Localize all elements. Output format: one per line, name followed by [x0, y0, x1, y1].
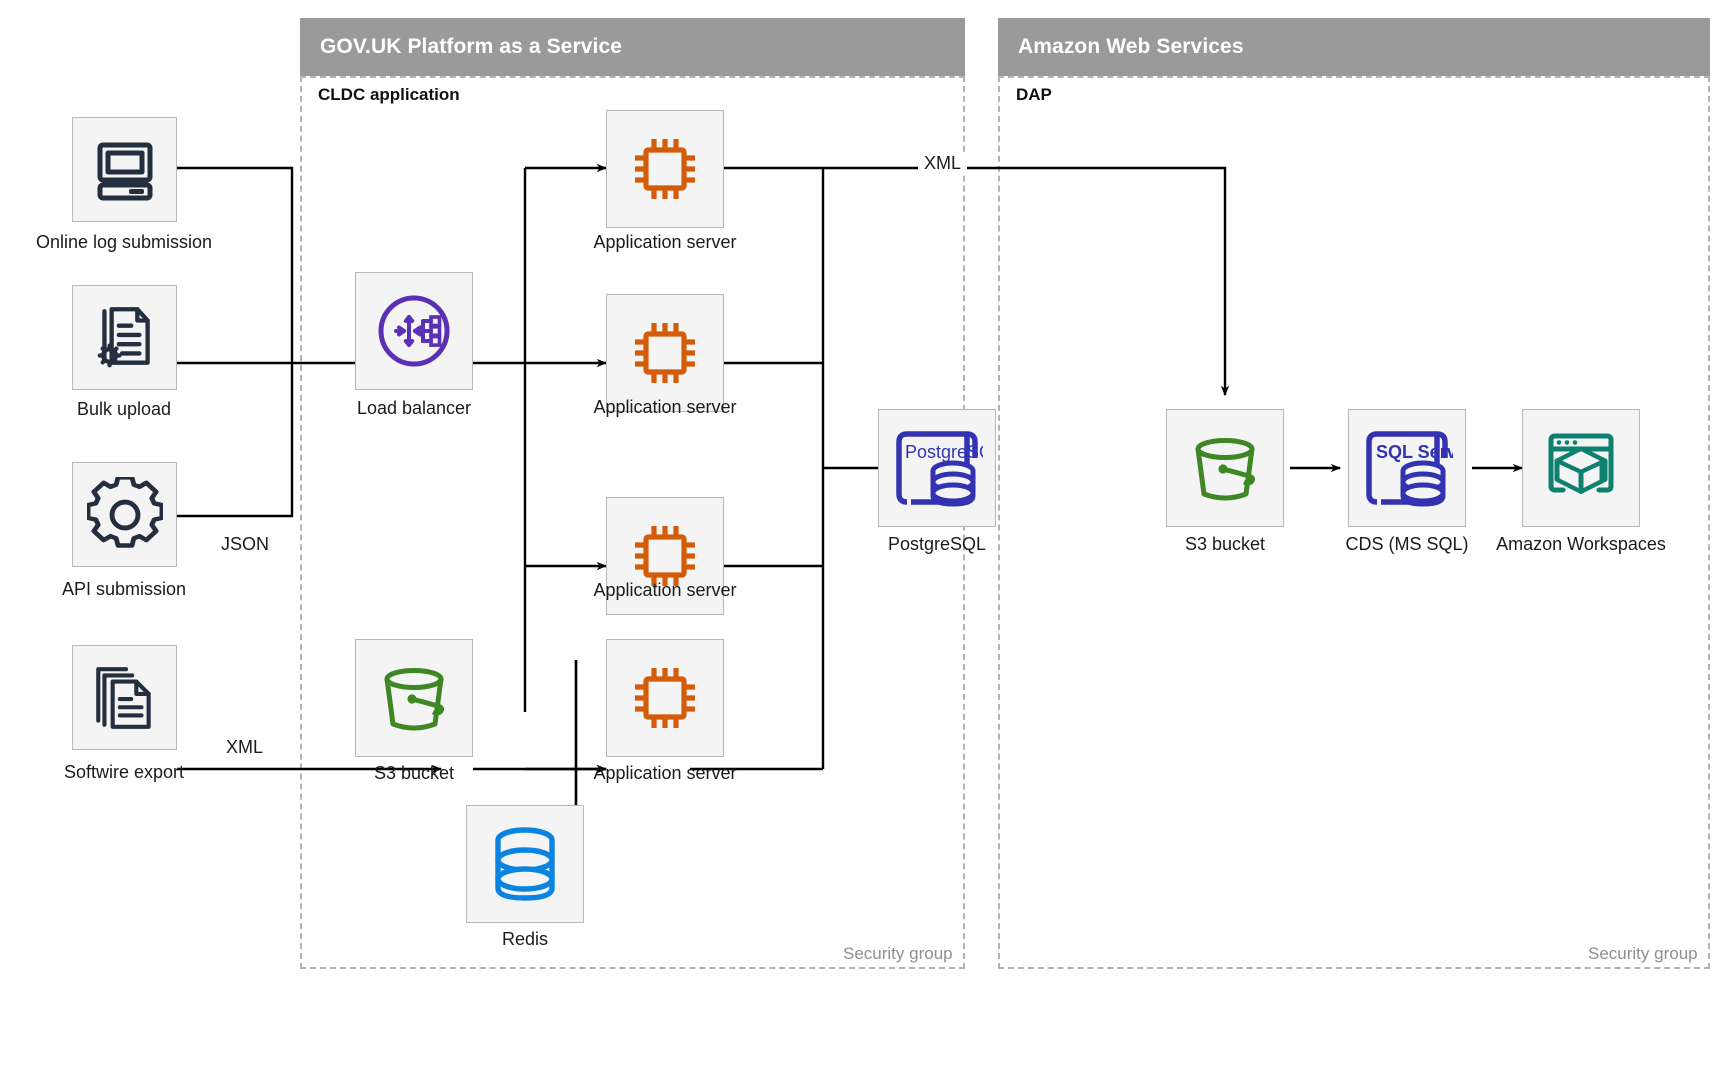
- tile-s3-bucket-aws: [1166, 409, 1284, 527]
- zone-title-aws: Amazon Web Services: [1018, 35, 1244, 58]
- label-app-server-4: Application server: [593, 763, 737, 783]
- edge-label-xml-top: XML: [918, 153, 968, 174]
- label-amazon-workspaces: Amazon Workspaces: [1496, 534, 1666, 554]
- cpu-chip-icon: [635, 668, 695, 728]
- tile-app-server-4: [606, 639, 724, 757]
- document-gear-icon: [97, 306, 150, 367]
- cpu-chip-icon: [635, 526, 695, 586]
- label-app-server-1: Application server: [593, 232, 737, 252]
- security-group-label-paas: Security group: [843, 944, 953, 963]
- tile-app-server-3: [606, 497, 724, 615]
- edge-label-xml-left: XML: [220, 737, 270, 758]
- tile-online-log-submission: [72, 117, 177, 222]
- documents-stack-icon: [95, 666, 151, 729]
- label-bulk-upload: Bulk upload: [76, 399, 172, 419]
- label-s3-bucket-paas: S3 bucket: [373, 763, 455, 783]
- tile-softwire-export: [72, 645, 177, 750]
- tile-s3-bucket-paas: [355, 639, 473, 757]
- sql-server-icon-text: SQL Server: [1376, 442, 1453, 462]
- label-cds-ms-sql: CDS (MS SQL): [1345, 534, 1469, 554]
- edge-label-json: JSON: [215, 534, 276, 555]
- tile-cds-ms-sql: SQL Server: [1348, 409, 1466, 527]
- cpu-chip-icon: [635, 139, 695, 199]
- group-title-dap: DAP: [1016, 85, 1052, 104]
- tile-redis: [466, 805, 584, 923]
- label-load-balancer: Load balancer: [356, 398, 472, 418]
- s3-bucket-icon: [384, 668, 445, 731]
- tile-load-balancer: [355, 272, 473, 390]
- tile-app-server-1: [606, 110, 724, 228]
- tile-api-submission: [72, 462, 177, 567]
- redis-database-icon: [495, 827, 555, 901]
- label-redis: Redis: [501, 929, 549, 949]
- zone-banner-aws: Amazon Web Services: [998, 18, 1710, 76]
- label-softwire-export: Softwire export: [63, 762, 185, 782]
- label-postgresql: PostgreSQL: [887, 534, 987, 554]
- postgresql-icon: PostgreSQL: [896, 431, 983, 507]
- security-group-aws: [998, 76, 1710, 969]
- s3-bucket-icon: [1195, 438, 1256, 501]
- label-app-server-3: Application server: [593, 580, 737, 600]
- gear-icon: [86, 476, 163, 548]
- postgresql-icon-text: PostgreSQL: [905, 442, 983, 462]
- label-online-log-submission: Online log submission: [35, 232, 213, 252]
- zone-banner-paas: GOV.UK Platform as a Service: [300, 18, 965, 76]
- sql-server-icon: SQL Server: [1366, 431, 1453, 507]
- label-s3-bucket-aws: S3 bucket: [1184, 534, 1266, 554]
- tile-bulk-upload: [72, 285, 177, 390]
- security-group-label-aws: Security group: [1588, 944, 1698, 963]
- label-app-server-2: Application server: [593, 397, 737, 417]
- load-balancer-icon: [378, 295, 450, 367]
- group-title-cldc: CLDC application: [318, 85, 460, 104]
- tile-app-server-2: [606, 294, 724, 412]
- label-api-submission: API submission: [61, 579, 187, 599]
- tile-amazon-workspaces: [1522, 409, 1640, 527]
- zone-title-paas: GOV.UK Platform as a Service: [320, 35, 622, 58]
- tile-postgresql: PostgreSQL: [878, 409, 996, 527]
- desktop-computer-icon: [97, 142, 152, 200]
- cpu-chip-icon: [635, 323, 695, 383]
- amazon-workspaces-icon: [1548, 433, 1614, 494]
